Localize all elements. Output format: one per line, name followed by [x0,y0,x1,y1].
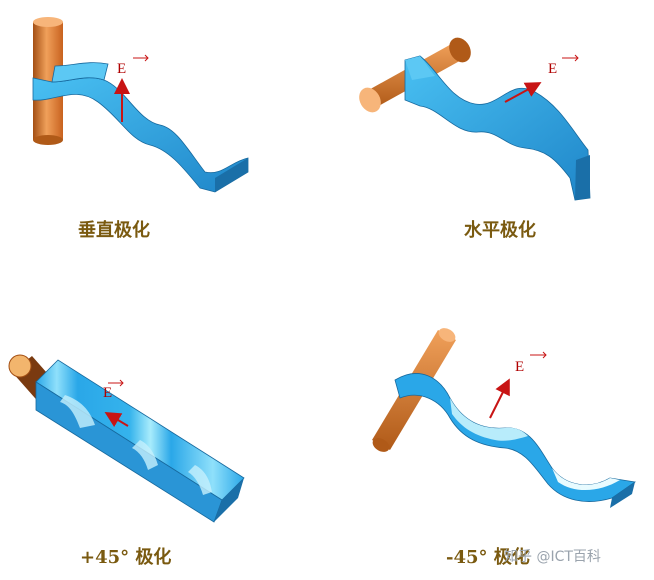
watermark: 知乎 @ICT百科 [504,549,601,565]
efield-arrow [104,379,129,428]
efield-arrow [489,351,547,419]
efield-arrow [504,54,579,103]
caption-horizontal: 水平极化 [464,220,536,241]
panel-minus45 [372,328,637,508]
panel-horizontal [359,37,591,201]
efield-arrow [114,54,149,122]
panel-plus45 [8,354,245,523]
field-label-vertical: E [117,61,127,77]
caption-plus45: +45° 极化 [80,547,172,568]
wave-ribbon [404,55,591,201]
caption-minus45: -45° 极化 [446,547,530,568]
panel-vertical [32,17,249,193]
field-label-horizontal: E [548,61,558,77]
field-label-minus45: E [515,359,525,375]
wave-ribbon [32,62,249,193]
caption-vertical: 垂直极化 [78,220,150,241]
wave-strip [35,359,245,523]
field-label-plus45: E [103,385,113,401]
wave-ribbon [394,373,637,508]
